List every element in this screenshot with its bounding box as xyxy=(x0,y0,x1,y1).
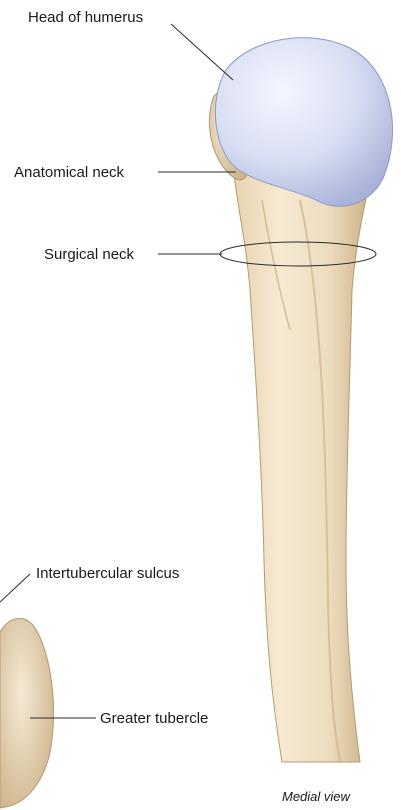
label-surgical-neck: Surgical neck xyxy=(44,246,135,263)
intertubercular-sulcus-leader-line xyxy=(0,574,30,602)
label-greater-tubercle: Greater tubercle xyxy=(100,710,208,727)
greater-tubercle xyxy=(0,618,54,808)
label-head-of-humerus: Head of humerus xyxy=(28,9,143,26)
head-leader-line xyxy=(171,24,233,80)
label-intertubercular-sulcus: Intertubercular sulcus xyxy=(36,565,179,582)
view-caption: Medial view xyxy=(282,789,352,804)
label-anatomical-neck: Anatomical neck xyxy=(14,164,125,181)
humerus-shaft xyxy=(232,158,372,762)
